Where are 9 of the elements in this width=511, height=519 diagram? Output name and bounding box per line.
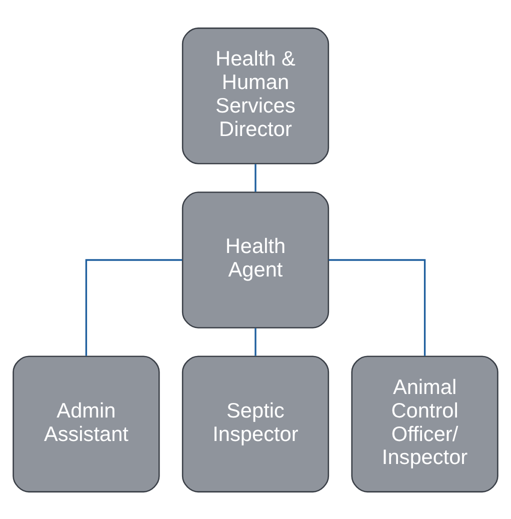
node-box: Septic Inspector: [182, 355, 330, 492]
connector: [328, 258, 426, 356]
node-box: Health & Human Services Director: [182, 27, 330, 164]
connector: [85, 258, 182, 356]
node-box: Animal Control Officer/ Inspector: [351, 355, 498, 492]
node-box: Admin Assistant: [12, 355, 160, 492]
node-box: Health Agent: [182, 191, 330, 328]
connector: [254, 164, 256, 192]
connector: [254, 328, 256, 356]
